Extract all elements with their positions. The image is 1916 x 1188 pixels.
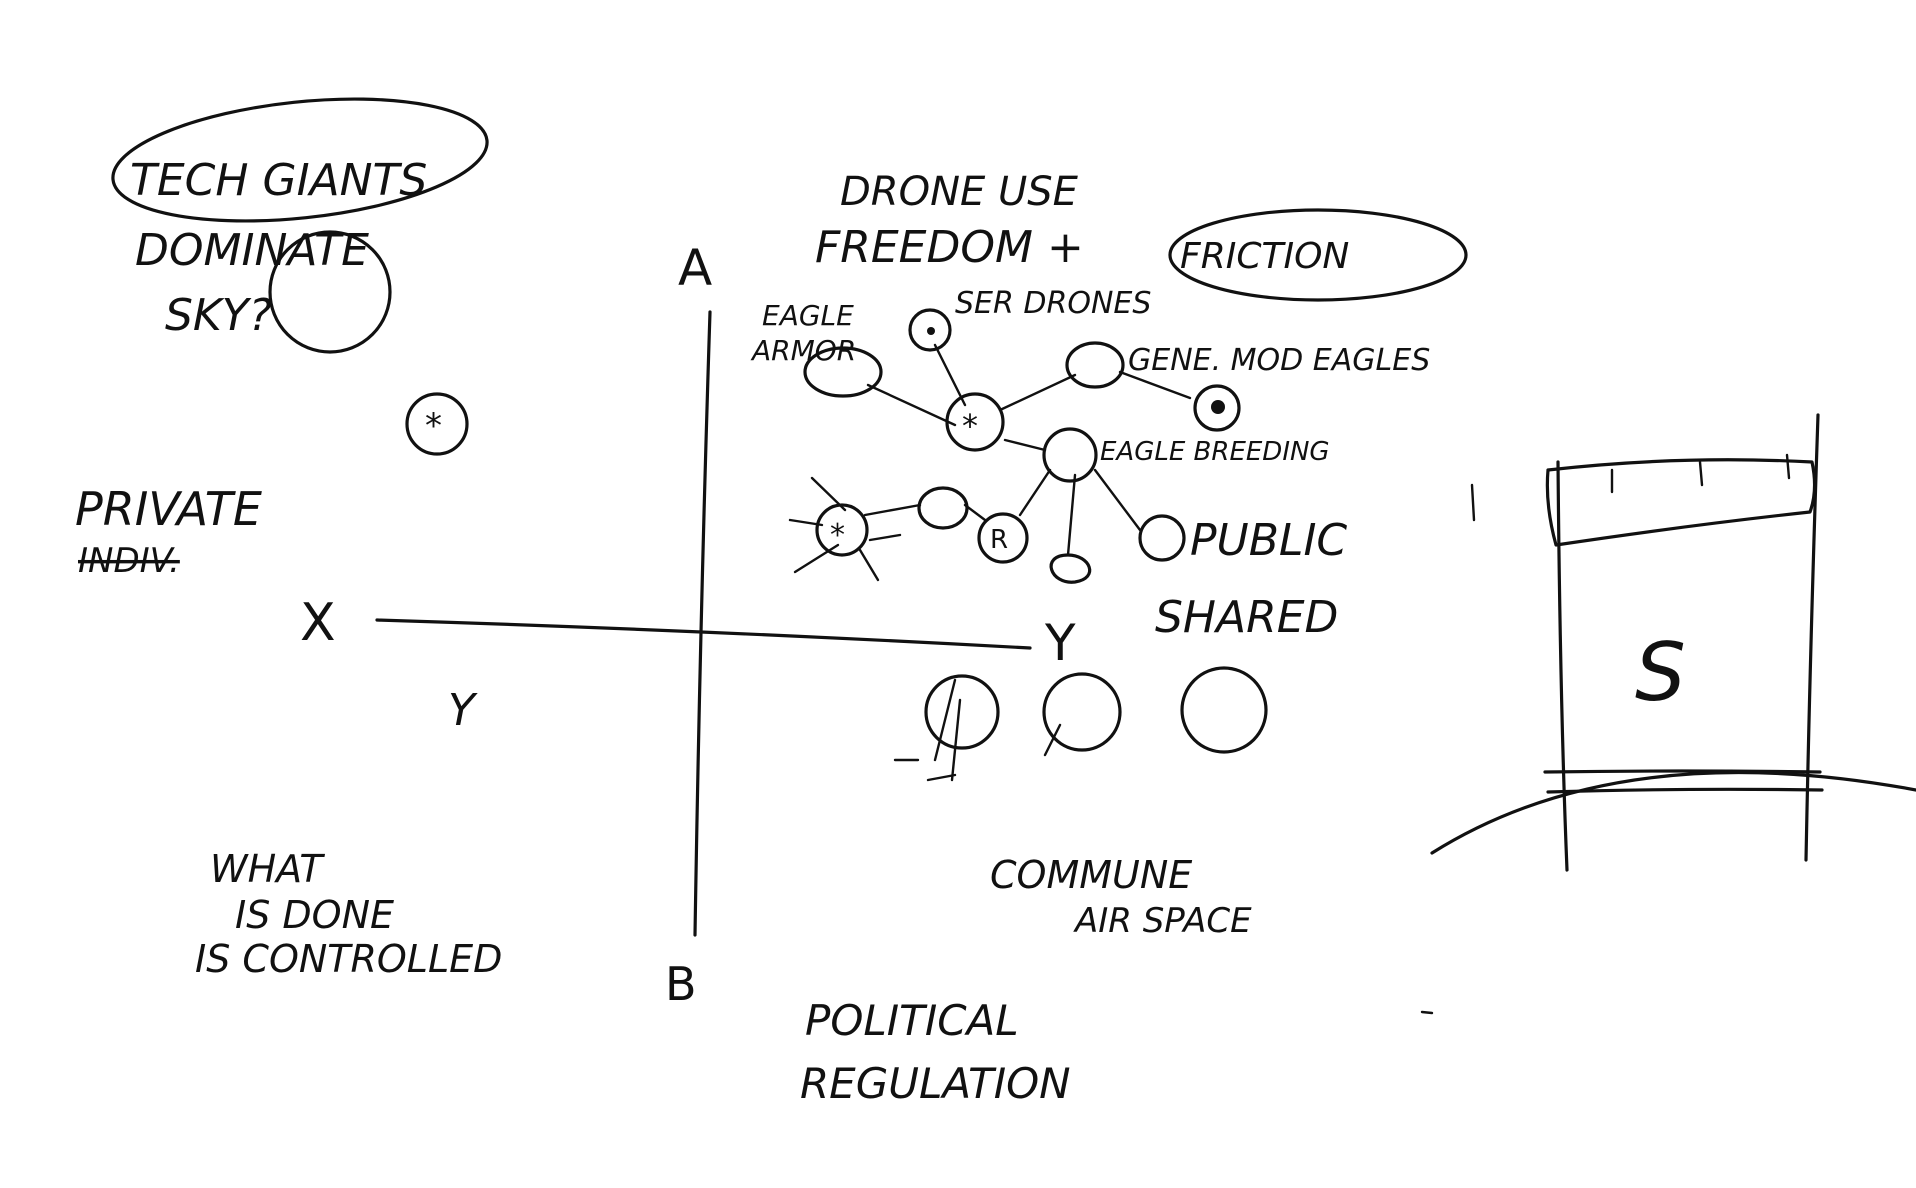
small-y-label: Y	[448, 685, 478, 736]
down-arrow-2	[950, 698, 962, 782]
is-done-label: IS DONE	[235, 893, 394, 937]
horizontal-axis	[375, 618, 1032, 650]
private-label: PRIVATE	[75, 482, 262, 536]
public-label: PUBLIC	[1190, 515, 1347, 566]
tower-top-band	[1545, 458, 1817, 547]
edge-breeding-r	[1018, 468, 1052, 517]
what-label: WHAT	[210, 847, 325, 891]
air-space-label: AIR SPACE	[1073, 901, 1252, 941]
circle-2-stem	[1043, 723, 1062, 757]
left-star-hub	[815, 503, 869, 557]
drones-node	[908, 308, 952, 352]
friction-label: FRICTION	[1180, 236, 1349, 277]
eagle-armor-label-1: EAGLE	[762, 299, 854, 332]
axis-x-label: X	[300, 593, 336, 653]
tower-left-wall	[1556, 460, 1569, 872]
sky-circle	[268, 230, 392, 354]
spoke-2	[793, 543, 840, 574]
axis-y-label: Y	[1044, 614, 1076, 672]
friction-oval	[1168, 208, 1468, 302]
edge-hub-gene	[998, 373, 1077, 412]
ground-arc	[1430, 770, 1916, 855]
arrow-heads	[893, 758, 957, 782]
axis-a-label: A	[678, 239, 712, 297]
tower-right-wall	[1804, 413, 1820, 862]
edge-breeding-down	[1066, 473, 1077, 557]
gene-mod-eagles-label: GENE. MOD EAGLES	[1128, 343, 1430, 378]
drone-use-label: DRONE USE	[840, 169, 1079, 215]
tick-mark	[1470, 483, 1476, 522]
link-node	[917, 486, 969, 530]
eagle-breeding-node	[1042, 427, 1098, 483]
circle-1	[924, 674, 1000, 750]
left-star-icon: *	[830, 518, 845, 553]
edge-left-hub-node	[863, 503, 922, 517]
spoke-5	[858, 548, 880, 582]
r-node	[977, 512, 1029, 564]
commune-label: COMMUNE	[990, 853, 1192, 897]
spoke-4	[868, 533, 902, 542]
circle-3	[1180, 666, 1268, 754]
down-arrow-1	[933, 678, 957, 762]
regulation-label: REGULATION	[800, 1059, 1071, 1108]
eagle-armor-node	[803, 346, 883, 398]
edge-breeding-public	[1093, 468, 1142, 532]
star-icon: *	[425, 406, 442, 446]
stray-dash	[1420, 1010, 1434, 1015]
tech-giants-oval	[111, 97, 489, 223]
axis-b-label: B	[665, 957, 697, 1011]
gene-mod-dot-node	[1193, 384, 1241, 432]
s-mark: S	[1635, 626, 1686, 719]
edge-hub-breeding	[1003, 438, 1047, 452]
edge-gene-dot	[1118, 370, 1192, 400]
star-node-left	[405, 392, 469, 456]
is-controlled-label: IS CONTROLLED	[195, 937, 502, 981]
bottom-loop-node	[1049, 553, 1092, 584]
tech-giants-label: TECH GIANTS	[130, 155, 427, 206]
freedom-label: FREEDOM +	[815, 222, 1084, 273]
public-node	[1138, 514, 1186, 562]
ser-drones-label: SER DRONES	[955, 286, 1151, 321]
indiv-label: INDIV.	[78, 541, 180, 581]
circle-2	[1042, 672, 1122, 752]
eagle-breeding-label: EAGLE BREEDING	[1100, 437, 1330, 467]
gene-mod-dot	[1211, 400, 1225, 414]
sky-label: SKY?	[165, 290, 272, 341]
vertical-axis	[693, 310, 712, 937]
drones-node-dot	[927, 327, 935, 335]
hub-star-icon: *	[962, 407, 978, 445]
political-label: POLITICAL	[805, 996, 1019, 1045]
gene-mod-node	[1065, 341, 1125, 389]
hub-star-node	[945, 392, 1005, 452]
tower-top-ticks	[1610, 453, 1791, 494]
r-node-label: R	[990, 525, 1008, 555]
edge-armor-hub	[866, 383, 957, 427]
eagle-armor-label-2: ARMOR	[750, 334, 856, 367]
shared-label: SHARED	[1155, 592, 1338, 643]
edge-drones-hub	[933, 343, 967, 407]
